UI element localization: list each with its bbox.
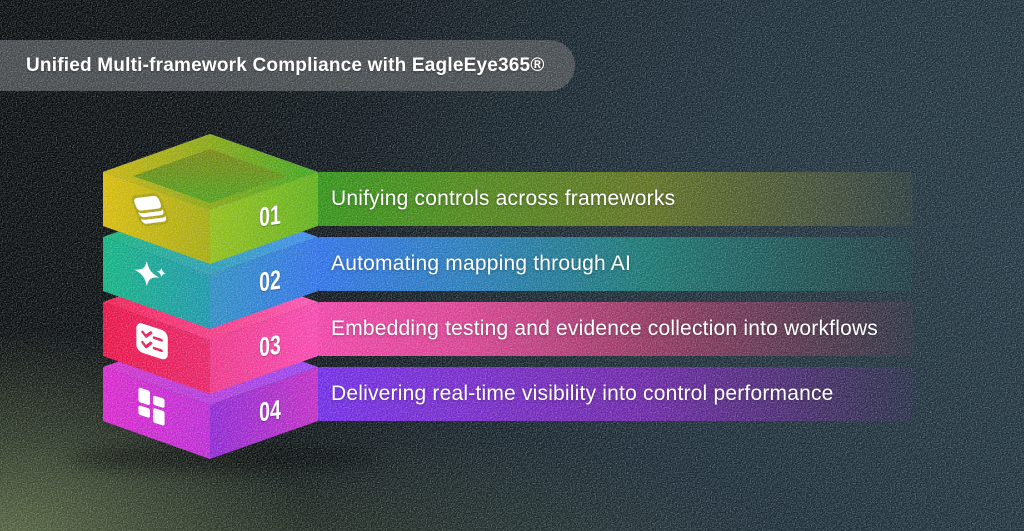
step-number-2: 02 [259, 264, 281, 298]
step-number-1: 01 [259, 199, 281, 233]
step-number-4: 04 [259, 394, 281, 428]
step-number-3: 03 [259, 329, 281, 363]
